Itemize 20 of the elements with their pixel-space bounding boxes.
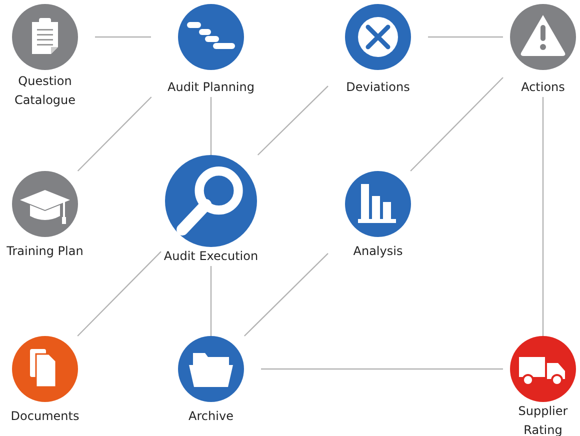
- connector-line: [77, 251, 162, 336]
- connector-line: [210, 266, 212, 336]
- node-label: Audit Execution: [164, 248, 258, 265]
- node-label: Deviations: [346, 79, 410, 96]
- connector-line: [257, 86, 328, 156]
- connector-line: [261, 368, 503, 370]
- connector-line: [542, 97, 544, 336]
- node-label: Audit Planning: [168, 79, 254, 96]
- connector-line: [77, 96, 152, 172]
- node-label: Actions: [521, 79, 565, 96]
- connector-line: [244, 252, 328, 336]
- connector-line: [95, 36, 151, 38]
- connector-line: [428, 36, 503, 38]
- node-label: Training Plan: [6, 243, 84, 260]
- node-label: Documents: [10, 408, 80, 425]
- connector-line: [410, 77, 504, 172]
- node-label: Analysis: [353, 243, 403, 260]
- connector-line: [210, 97, 212, 155]
- node-label: Question Catalogue: [13, 73, 77, 109]
- node-label: Archive: [188, 408, 234, 425]
